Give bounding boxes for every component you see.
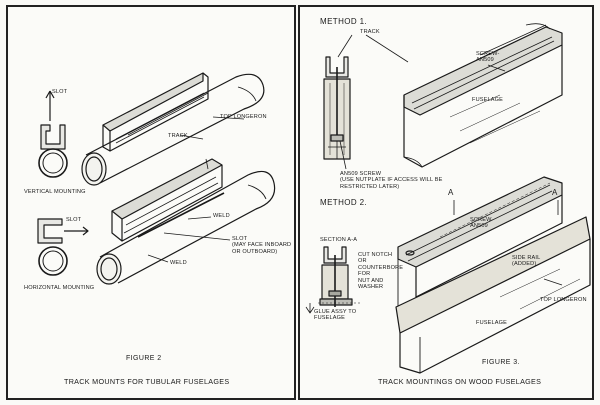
method-2-assembly [395, 176, 591, 374]
method-2-title: METHOD 2. [320, 198, 368, 207]
figure-2-title: FIGURE 2 [126, 355, 162, 362]
screw-an509-label-top: SCREW- AN509 [476, 51, 500, 64]
figure-2-drawing [37, 72, 276, 285]
top-longeron-label: TOP LONGERON [540, 297, 587, 303]
fuselage-label-bottom: FUSELAGE [476, 320, 508, 326]
figure-2-caption: TRACK MOUNTS FOR TUBULAR FUSELAGES [64, 377, 230, 386]
fuselage-label-top: FUSELAGE [472, 97, 504, 103]
an509-screw-note: AN509 SCREW (USE NUTPLATE IF ACCESS WILL… [340, 171, 443, 190]
track-label: TRACK [168, 133, 188, 139]
figure-2-panel: SLOT VERTICAL MOUNTING TOP LONGERON TRAC… [6, 5, 296, 400]
lower-tube-assembly [96, 158, 276, 285]
method-1-section [323, 34, 409, 160]
cut-notch-note: CUT NOTCH OR COUNTERBORE FOR NUT AND WAS… [358, 252, 404, 291]
method-1-title: METHOD 1. [320, 17, 368, 26]
section-aa-label: SECTION A-A [320, 237, 358, 243]
figure-3-title: FIGURE 3. [482, 359, 520, 366]
upper-tube-assembly [81, 72, 265, 186]
slot-label-vertical: SLOT [52, 89, 68, 95]
slot-label-horizontal: SLOT [66, 217, 82, 223]
vertical-mounting-label: VERTICAL MOUNTING [24, 189, 86, 195]
top-longeron-label: TOP LONGERON [220, 114, 267, 120]
section-cut-markers [453, 200, 559, 215]
slot-note-label: SLOT (MAY FACE INBOARD OR OUTBOARD) [232, 236, 292, 255]
screw-an509-label-mid: SCREW- AN509 [470, 217, 494, 230]
weld-label-upper: WELD [213, 213, 230, 219]
horizontal-mount-section [37, 218, 89, 276]
section-marker-a-right: A [552, 188, 558, 197]
method-1-fuselage [339, 23, 563, 170]
figure-3-caption: TRACK MOUNTINGS ON WOOD FUSELAGES [378, 377, 542, 386]
side-rail-label: SIDE RAIL (ADDED) [512, 255, 541, 268]
figure-3-drawing [305, 23, 591, 374]
section-marker-a-left: A [448, 188, 454, 197]
method-2-section [305, 246, 362, 314]
glue-assy-note: GLUE ASSY TO FUSELAGE [314, 309, 357, 322]
vertical-mount-section [38, 90, 68, 178]
weld-label-lower: WELD [170, 260, 187, 266]
figure-3-panel: METHOD 1. TRACK SCREW- AN509 FUSELAGE AN… [298, 5, 594, 400]
track-label: TRACK [360, 29, 380, 35]
horizontal-mounting-label: HORIZONTAL MOUNTING [24, 285, 95, 291]
